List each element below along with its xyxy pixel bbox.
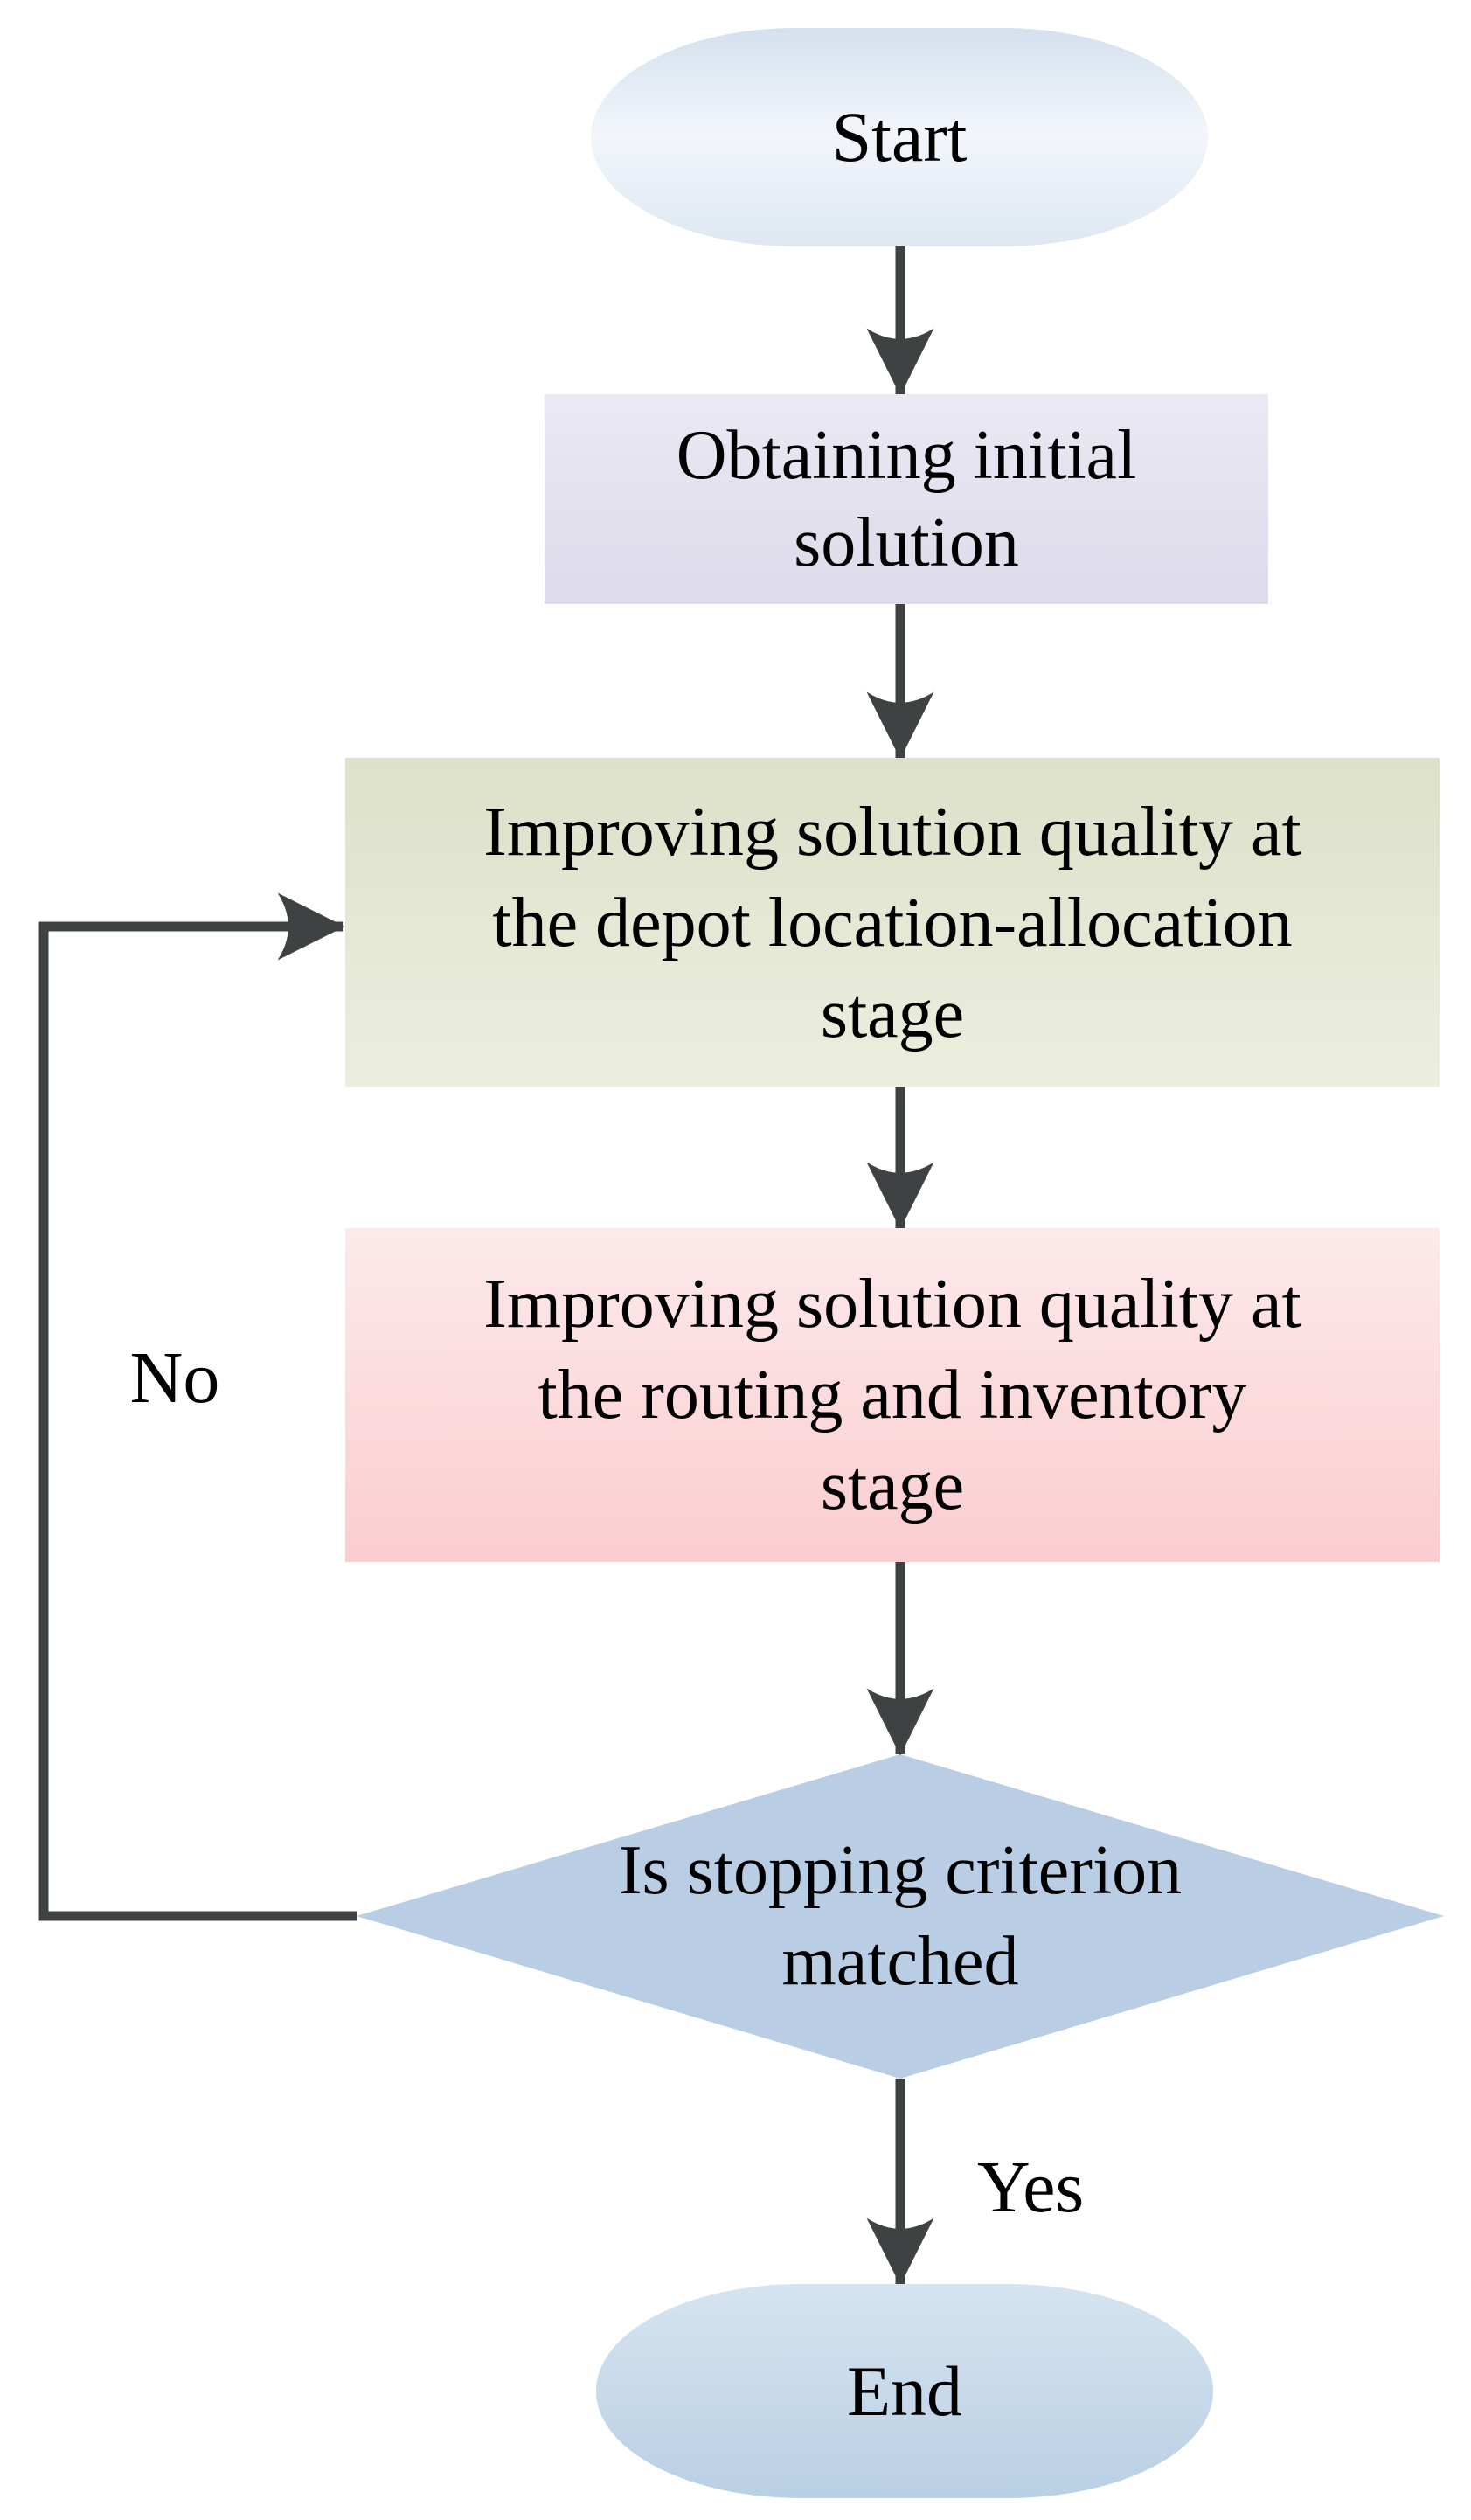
node-end: End — [596, 2284, 1213, 2498]
node-label: Improving solution quality at the depot … — [483, 793, 1301, 1052]
node-label: Obtaining initial solution — [676, 417, 1137, 581]
node-start: Start — [591, 28, 1208, 246]
edge-label-yes: Yes — [977, 2147, 1085, 2228]
node-depot-stage: Improving solution quality at the depot … — [345, 758, 1440, 1087]
node-label: Is stopping criterion matched — [618, 1832, 1183, 2000]
node-label: End — [846, 2350, 963, 2431]
node-decision: Is stopping criterion matched — [357, 1767, 1444, 2065]
decision-diamond-shape — [357, 1754, 1444, 2079]
node-label: Start — [831, 97, 968, 177]
node-routing-stage: Improving solution quality at the routin… — [345, 1228, 1440, 1562]
node-initial-solution: Obtaining initial solution — [545, 394, 1268, 604]
node-label: Improving solution quality at the routin… — [483, 1266, 1301, 1524]
edge-label-no: No — [129, 1337, 220, 1419]
edge-decision-depot-no — [38, 892, 357, 1921]
